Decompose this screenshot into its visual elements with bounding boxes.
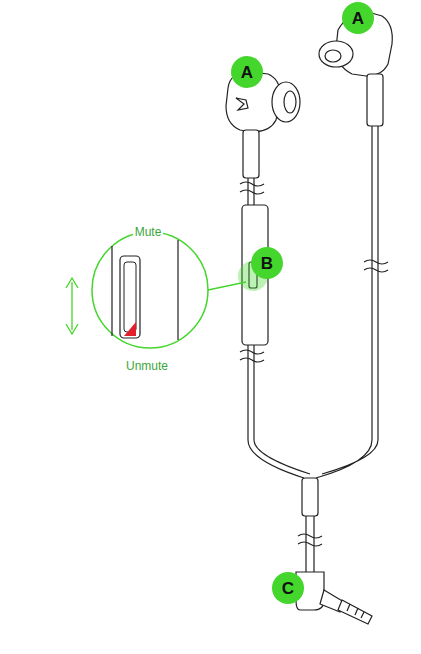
slider-track	[124, 262, 136, 332]
switch-label: Mute	[133, 225, 164, 239]
break-mark	[240, 350, 264, 362]
callout-letter: A	[352, 10, 364, 27]
left-eartip	[272, 82, 300, 122]
left-cable	[248, 345, 310, 478]
break-mark	[240, 182, 264, 194]
callout-circle: A	[231, 56, 263, 88]
callout-letter: B	[261, 255, 273, 272]
left-eartip-inner	[284, 91, 296, 113]
zoom-circle	[92, 232, 208, 348]
callout-circle: C	[272, 572, 304, 604]
logo	[236, 98, 248, 110]
break-mark	[364, 260, 388, 272]
remote-edge	[112, 240, 178, 340]
right-stem	[367, 74, 383, 126]
callout-circle: B	[251, 247, 283, 279]
mute-indicator	[124, 322, 136, 336]
callout-letter: A	[241, 64, 253, 81]
callout-letter: C	[282, 580, 294, 597]
switch-label: Unmute	[124, 359, 170, 373]
slide-arrow	[66, 278, 78, 334]
left-stem	[243, 130, 259, 178]
right-eartip	[319, 41, 353, 67]
callout-circle: A	[342, 2, 374, 34]
plug-rings	[347, 604, 364, 618]
plug-pin	[338, 600, 372, 624]
right-eartip-inner	[325, 50, 341, 62]
zoom-detail	[66, 232, 268, 348]
break-mark	[298, 534, 322, 546]
right-cable	[316, 126, 378, 478]
mute-slider-detail	[120, 256, 140, 338]
cable-splitter	[302, 478, 318, 516]
